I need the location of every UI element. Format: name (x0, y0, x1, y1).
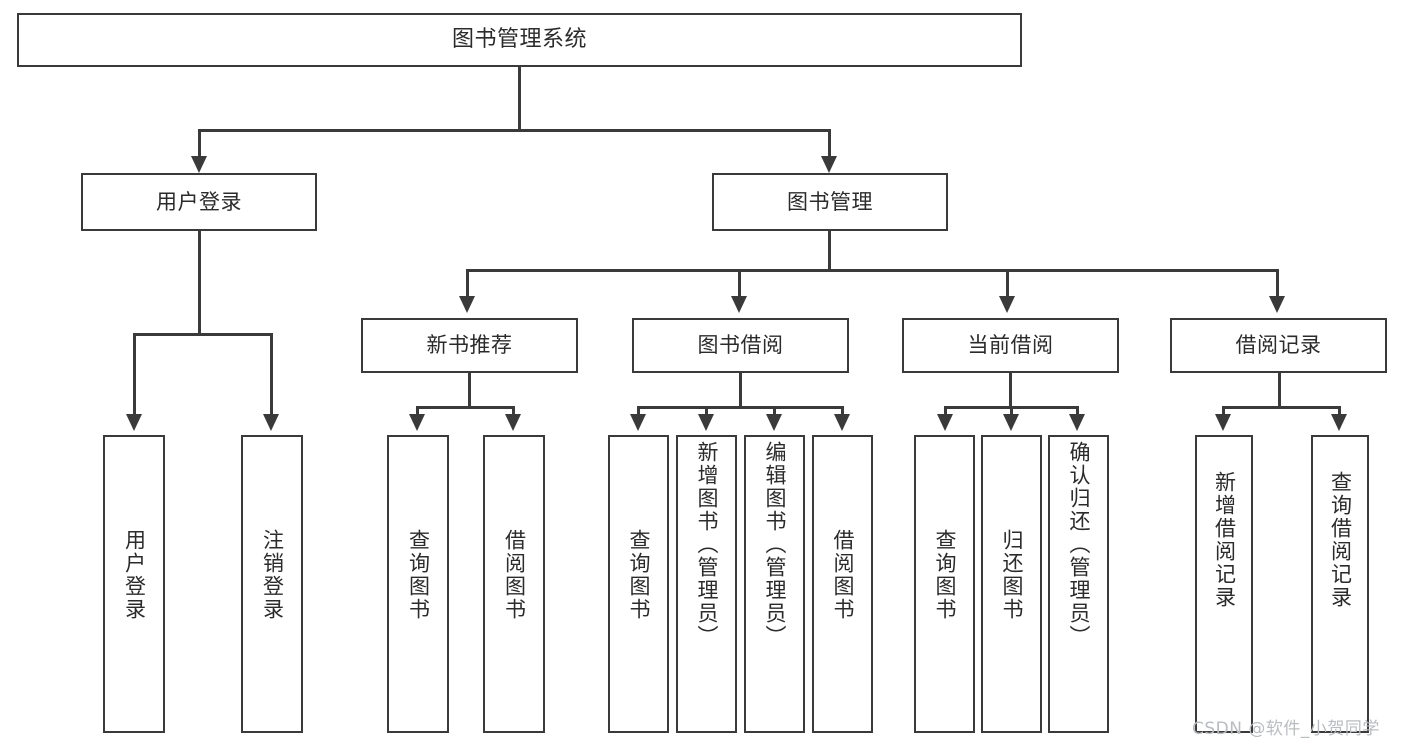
connector-book-borrow-bar (637, 406, 843, 409)
node-label: 查询借阅记录 (1328, 471, 1353, 609)
node-label: 编辑图书（管理员） (763, 441, 787, 648)
leaf-current-borrow-query[interactable]: 查询图书 (914, 435, 975, 733)
leaf-book-borrow-borrow[interactable]: 借阅图书 (812, 435, 873, 733)
connector-current-borrow-drop-1 (944, 406, 947, 418)
arrowhead-borrow-record-leaf-2 (1331, 414, 1347, 431)
arrowhead-current-borrow-leaf-2 (1003, 414, 1019, 431)
node-current-borrow[interactable]: 当前借阅 (902, 318, 1119, 373)
watermark-text: CSDN @软件_小贺同学 (1192, 719, 1380, 739)
leaf-book-borrow-add[interactable]: 新增图书（管理员） (676, 435, 737, 733)
connector-level2-drop-4 (1276, 269, 1279, 299)
connector-book-borrow-stem (739, 373, 742, 409)
connector-borrow-record-drop-2 (1338, 406, 1341, 418)
node-label: 用户登录 (156, 189, 242, 214)
arrowhead-book-borrow-leaf-3 (766, 414, 782, 431)
connector-book-borrow-drop-1 (637, 406, 640, 418)
node-book-borrow[interactable]: 图书借阅 (632, 318, 849, 373)
arrowhead-level2-4 (1269, 296, 1285, 313)
connector-level2-drop-2 (738, 269, 741, 299)
node-label: 新书推荐 (426, 333, 513, 358)
leaf-new-book-borrow[interactable]: 借阅图书 (483, 435, 545, 733)
node-label: 查询图书 (406, 529, 431, 621)
connector-new-book-bar (416, 406, 514, 409)
arrowhead-borrow-record-leaf-1 (1215, 414, 1231, 431)
connector-book-borrow-drop-3 (773, 406, 776, 418)
arrowhead-current-borrow-leaf-1 (937, 414, 953, 431)
leaf-book-borrow-edit[interactable]: 编辑图书（管理员） (744, 435, 805, 733)
arrowhead-current-borrow-leaf-3 (1069, 414, 1085, 431)
connector-book-borrow-drop-2 (705, 406, 708, 418)
connector-new-book-drop-1 (416, 406, 419, 418)
connector-book-mgmt-stem (828, 231, 831, 271)
node-label: 查询图书 (627, 529, 651, 621)
node-label: 当前借阅 (967, 333, 1054, 358)
leaf-new-book-query[interactable]: 查询图书 (387, 435, 449, 733)
arrowhead-new-book-leaf-1 (409, 414, 425, 431)
connector-user-login-drop-1 (133, 333, 136, 417)
arrowhead-book-borrow-leaf-4 (834, 414, 850, 431)
connector-user-login-stem (198, 231, 201, 335)
connector-new-book-drop-2 (512, 406, 515, 418)
node-label: 图书管理 (787, 189, 873, 214)
node-label: 注销登录 (260, 529, 285, 621)
connector-root-to-user-login (198, 129, 201, 159)
node-root-system[interactable]: 图书管理系统 (17, 13, 1022, 67)
node-user-login[interactable]: 用户登录 (81, 173, 317, 231)
connector-user-login-drop-2 (270, 333, 273, 417)
node-new-book-recommend[interactable]: 新书推荐 (361, 318, 578, 373)
arrowhead-book-borrow-leaf-1 (630, 414, 646, 431)
connector-current-borrow-stem (1009, 373, 1012, 409)
leaf-current-borrow-confirm-return[interactable]: 确认归还（管理员） (1048, 435, 1109, 733)
node-label: 借阅图书 (502, 529, 527, 621)
connector-current-borrow-drop-2 (1010, 406, 1013, 418)
connector-user-login-bar (133, 333, 272, 336)
connector-level2-drop-1 (466, 269, 469, 299)
connector-borrow-record-drop-1 (1222, 406, 1225, 418)
arrowhead-new-book-leaf-2 (505, 414, 521, 431)
arrowhead-user-login-leaf-1 (126, 414, 142, 431)
leaf-user-login-logout[interactable]: 注销登录 (241, 435, 303, 733)
leaf-current-borrow-return[interactable]: 归还图书 (981, 435, 1042, 733)
node-label: 归还图书 (1000, 529, 1024, 621)
connector-level2-drop-3 (1006, 269, 1009, 299)
node-label: 借阅图书 (831, 529, 855, 621)
node-book-management[interactable]: 图书管理 (712, 173, 948, 231)
node-label: 图书管理系统 (451, 27, 587, 53)
node-label: 图书借阅 (697, 333, 784, 358)
node-label: 确认归还（管理员） (1067, 441, 1091, 648)
connector-root-bar (198, 129, 830, 132)
node-label: 借阅记录 (1235, 333, 1322, 358)
arrowhead-user-login-leaf-2 (263, 414, 279, 431)
arrowhead-level2-1 (459, 296, 475, 313)
node-label: 用户登录 (122, 529, 147, 621)
connector-borrow-record-bar (1222, 406, 1340, 409)
leaf-borrow-record-add[interactable]: 新增借阅记录 (1195, 435, 1253, 733)
connector-new-book-stem (468, 373, 471, 409)
arrowhead-root-to-user-login (191, 156, 207, 173)
arrowhead-book-borrow-leaf-2 (698, 414, 714, 431)
node-label: 新增借阅记录 (1212, 471, 1237, 609)
arrowhead-root-to-book-mgmt (821, 156, 837, 173)
connector-current-borrow-drop-3 (1076, 406, 1079, 418)
connector-root-to-book-mgmt (828, 129, 831, 159)
node-label: 新增图书（管理员） (695, 441, 719, 648)
connector-level2-bar (466, 269, 1278, 272)
arrowhead-level2-2 (731, 296, 747, 313)
connector-book-borrow-drop-4 (841, 406, 844, 418)
leaf-book-borrow-query[interactable]: 查询图书 (608, 435, 669, 733)
leaf-borrow-record-query[interactable]: 查询借阅记录 (1311, 435, 1369, 733)
node-label: 查询图书 (933, 529, 957, 621)
connector-root-stem (518, 67, 521, 131)
connector-borrow-record-stem (1278, 373, 1281, 409)
arrowhead-level2-3 (999, 296, 1015, 313)
leaf-user-login-login[interactable]: 用户登录 (103, 435, 165, 733)
node-borrow-record[interactable]: 借阅记录 (1170, 318, 1387, 373)
